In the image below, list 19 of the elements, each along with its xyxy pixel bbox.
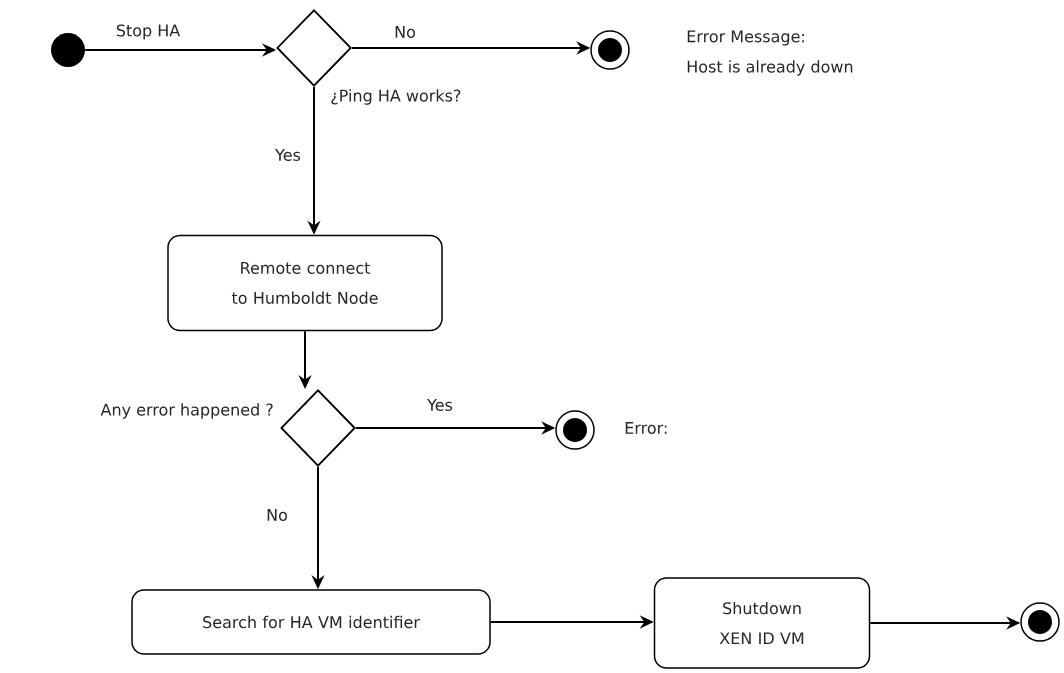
decision-diamond xyxy=(276,9,352,87)
node-caption: Error Message: xyxy=(687,30,804,46)
edge-label: No xyxy=(393,25,417,39)
edge-label: Yes xyxy=(426,398,454,412)
decision-diamond xyxy=(280,389,356,467)
end-bullseye xyxy=(555,410,595,450)
action-box: Shutdown XEN ID VM xyxy=(653,577,871,669)
end-bullseye xyxy=(1020,602,1060,642)
edge-label: Stop HA xyxy=(114,23,182,41)
edge-label: No xyxy=(265,508,289,522)
action-box: Remote connect to Humboldt Node xyxy=(167,234,443,332)
start-dot xyxy=(51,33,85,67)
edge-label: Yes xyxy=(274,148,302,162)
end-bullseye xyxy=(590,30,630,70)
node-caption: Host is already down xyxy=(687,60,853,76)
node-caption: Error: xyxy=(625,422,667,434)
node-caption: ¿Ping HA works? xyxy=(331,89,461,105)
node-caption: Any error happened ? xyxy=(100,403,273,419)
action-box: Search for HA VM identifier xyxy=(131,589,491,655)
